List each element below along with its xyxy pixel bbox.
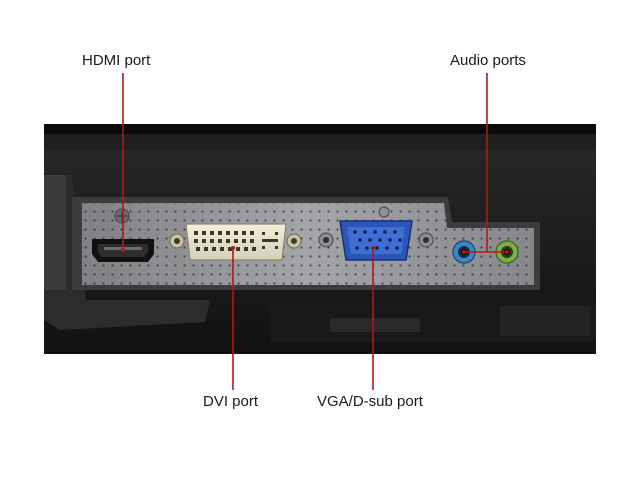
vga-port-label: VGA/D-sub port — [317, 393, 423, 410]
hdmi-port-label: HDMI port — [82, 52, 151, 69]
callout-lines — [121, 73, 509, 390]
audio-ports-label: Audio ports — [450, 52, 526, 69]
dvi-connector — [169, 223, 302, 261]
vga-connector — [318, 206, 434, 261]
monitor-housing — [44, 124, 596, 354]
dvi-port-label: DVI port — [203, 393, 259, 410]
